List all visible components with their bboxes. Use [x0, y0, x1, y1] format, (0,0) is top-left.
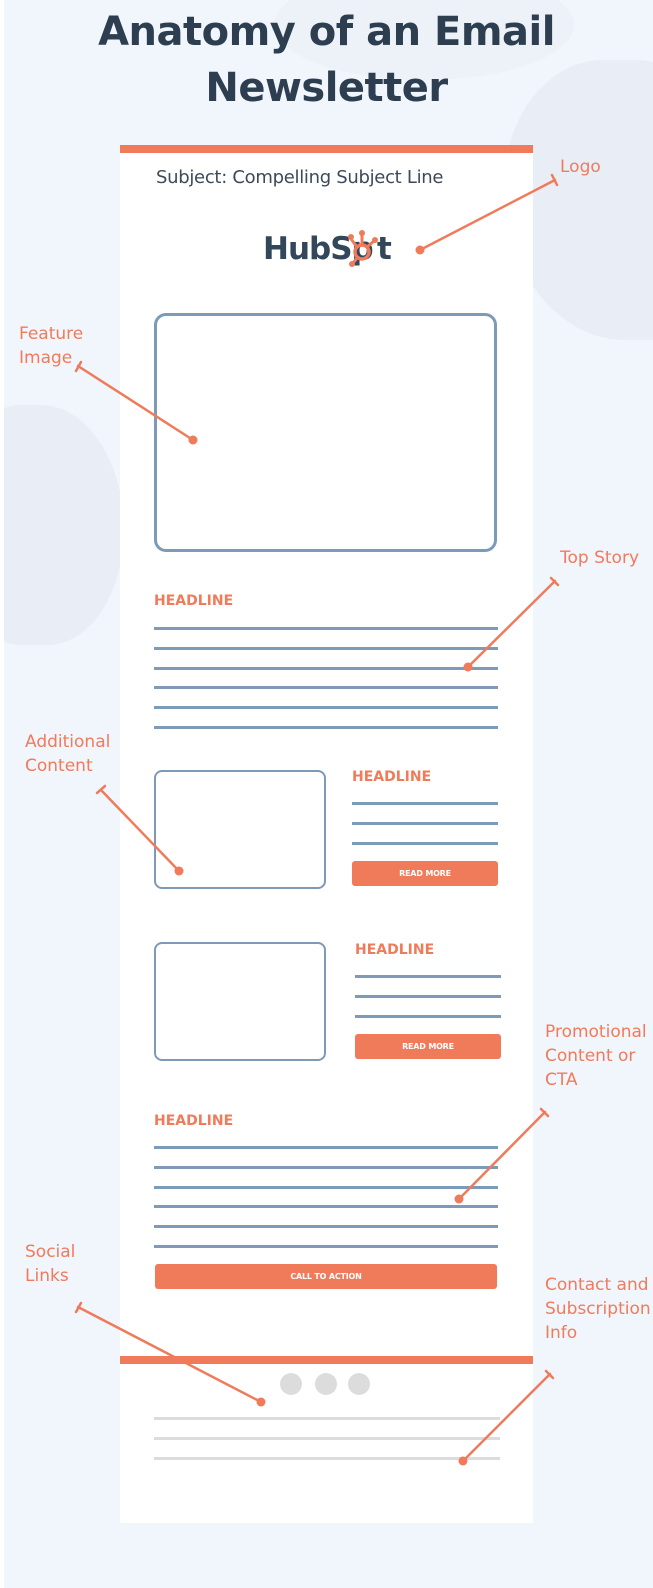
annotation-text: Logo — [560, 157, 601, 177]
background-blob — [4, 405, 124, 645]
annotation-text: CTA — [545, 1070, 578, 1090]
annotation-top-story: Top Story — [560, 546, 639, 570]
page-title: Anatomy of an Email Newsletter — [0, 4, 653, 116]
text-line — [355, 995, 501, 998]
annotation-text: Info — [545, 1323, 578, 1343]
email-mockup: Subject: Compelling Subject Line HubSp t… — [120, 145, 533, 1523]
title-line-1: Anatomy of an Email — [98, 9, 555, 55]
text-line — [352, 842, 498, 845]
annotation-text: Content — [25, 756, 93, 776]
top-story-headline: HEADLINE — [154, 593, 234, 609]
logo-text-right: t — [377, 231, 392, 267]
social-icon-1[interactable] — [280, 1373, 302, 1395]
text-line — [154, 1186, 498, 1189]
text-line — [352, 802, 498, 805]
annotation-text: Contact and — [545, 1275, 649, 1295]
annotation-text: Subscription — [545, 1299, 651, 1319]
read-more-button-1[interactable]: READ MORE — [352, 861, 498, 886]
annotation-text: Content or — [545, 1046, 636, 1066]
call-to-action-button[interactable]: CALL TO ACTION — [155, 1264, 497, 1289]
annotation-promotional: Promotional Content or CTA — [545, 1020, 647, 1092]
header-accent-bar — [120, 145, 533, 153]
text-line — [154, 1146, 498, 1149]
annotation-text: Additional — [25, 732, 111, 752]
text-line — [154, 686, 498, 689]
text-line — [154, 1205, 498, 1208]
annotation-feature-image: Feature Image — [19, 322, 83, 370]
text-line — [154, 726, 498, 729]
text-line — [352, 822, 498, 825]
read-more-button-2[interactable]: READ MORE — [355, 1034, 501, 1059]
text-line — [154, 706, 498, 709]
text-line — [154, 647, 498, 650]
feature-image-placeholder — [154, 313, 497, 552]
subject-line: Subject: Compelling Subject Line — [156, 167, 444, 188]
footer-accent-bar — [120, 1356, 533, 1364]
additional-image-placeholder-1 — [154, 770, 326, 889]
annotation-text: Links — [25, 1266, 69, 1286]
annotation-text: Social — [25, 1242, 76, 1262]
annotation-social-links: Social Links — [25, 1240, 75, 1288]
footer-text-line — [154, 1457, 500, 1460]
social-icon-3[interactable] — [348, 1373, 370, 1395]
text-line — [154, 1166, 498, 1169]
footer-text-line — [154, 1437, 500, 1440]
additional-headline-2: HEADLINE — [355, 942, 435, 958]
footer-text-line — [154, 1417, 500, 1420]
annotation-additional-content: Additional Content — [25, 730, 110, 778]
annotation-text: Top Story — [560, 548, 639, 568]
annotation-logo: Logo — [560, 155, 601, 179]
text-line — [154, 627, 498, 630]
annotation-contact: Contact and Subscription Info — [545, 1273, 651, 1345]
text-line — [355, 975, 501, 978]
hubspot-logo: HubSp t — [263, 230, 393, 271]
annotation-text: Feature — [19, 324, 84, 344]
text-line — [154, 1225, 498, 1228]
sprocket-icon — [348, 230, 378, 267]
additional-headline-1: HEADLINE — [352, 769, 432, 785]
text-line — [355, 1015, 501, 1018]
annotation-text: Image — [19, 348, 73, 368]
promo-headline: HEADLINE — [154, 1113, 234, 1129]
additional-image-placeholder-2 — [154, 942, 326, 1061]
annotation-text: Promotional — [545, 1022, 647, 1042]
social-icon-2[interactable] — [315, 1373, 337, 1395]
text-line — [154, 1245, 498, 1248]
text-line — [154, 667, 498, 670]
title-line-2: Newsletter — [205, 65, 448, 111]
